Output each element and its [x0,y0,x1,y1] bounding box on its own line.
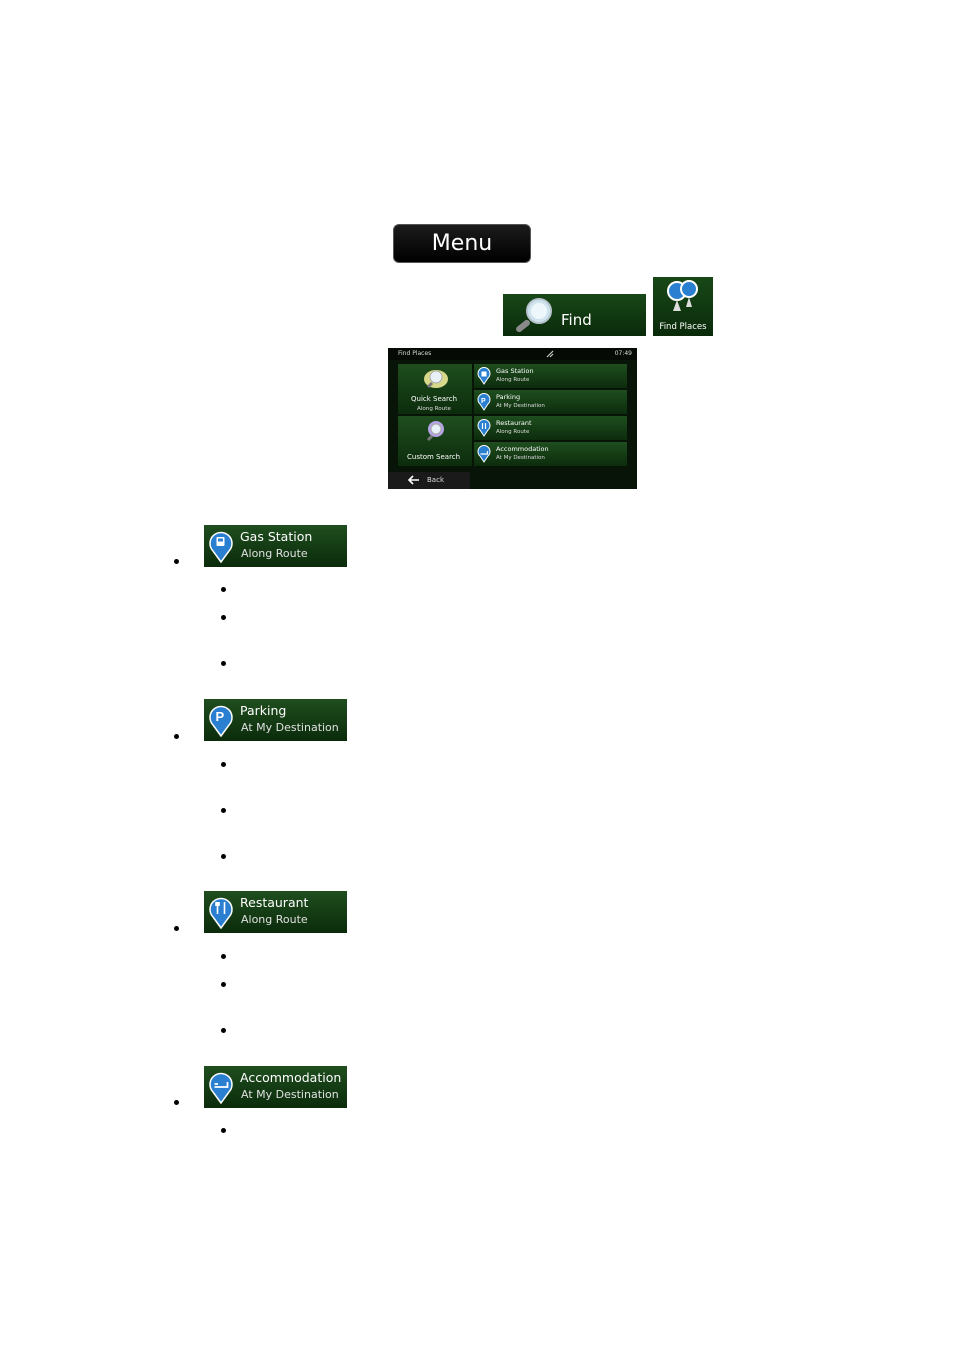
accommodation-button[interactable]: Accommodation At My Destination [204,1066,347,1108]
bullet [174,734,179,739]
screen-item-restaurant[interactable]: Restaurant Along Route [474,416,627,440]
bullet [174,559,179,564]
bullet [221,587,226,592]
quick-search-label: Quick Search [411,395,458,403]
back-label: Back [427,476,444,484]
screen-item-gas-station[interactable]: Gas Station Along Route [474,364,627,388]
gas-station-icon [477,367,491,385]
screen-item-sub: At My Destination [496,455,545,461]
parking-button[interactable]: P Parking At My Destination [204,699,347,741]
gas-station-button[interactable]: Gas Station Along Route [204,525,347,567]
find-places-icon [667,280,698,311]
parking-icon: P [209,705,233,738]
bullet [221,661,226,666]
accommodation-sub: At My Destination [241,1088,339,1101]
custom-search-label: Custom Search [407,453,461,461]
svg-text:P: P [481,398,486,405]
parking-sub: At My Destination [241,721,339,734]
bullet [174,1100,179,1105]
quick-search-icon [424,370,448,389]
menu-button-label: Menu [431,231,493,256]
screen-item-sub: Along Route [496,377,530,383]
restaurant-label: Restaurant [240,895,309,910]
screen-item-label: Restaurant [496,419,532,427]
back-arrow-icon [408,475,419,485]
screen-item-parking[interactable]: P Parking At My Destination [474,390,627,414]
gas-station-label: Gas Station [240,529,313,544]
accommodation-icon [209,1072,233,1105]
screen-title: Find Places [398,350,432,357]
restaurant-sub: Along Route [241,913,308,926]
bullet [221,954,226,959]
menu-button[interactable]: Menu [393,224,531,263]
screen-item-sub: At My Destination [496,403,545,409]
gas-station-icon [209,531,233,564]
screen-item-label: Gas Station [496,367,534,375]
quick-search-sub: Along Route [417,406,451,412]
screen-clock: 07:49 [614,350,632,357]
gps-icon [546,350,554,358]
restaurant-icon [477,419,491,437]
find-places-label: Find Places [659,322,707,332]
accommodation-label: Accommodation [240,1070,342,1085]
gas-station-sub: Along Route [241,547,308,560]
screen-item-label: Accommodation [496,445,549,453]
bullet [221,1028,226,1033]
restaurant-icon [209,897,233,930]
quick-search-tile[interactable]: Quick Search Along Route [398,364,472,414]
bullet [174,926,179,931]
screen-item-sub: Along Route [496,429,530,435]
bullet [221,982,226,987]
restaurant-button[interactable]: Restaurant Along Route [204,891,347,933]
back-button[interactable]: Back [388,472,470,489]
svg-text:P: P [216,709,225,724]
custom-search-tile[interactable]: Custom Search [398,416,472,466]
bullet [221,854,226,859]
find-button[interactable]: Find [503,294,646,336]
bullet [221,762,226,767]
find-places-screen: Find Places 07:49 Quick Search Along Rou… [388,348,637,489]
accommodation-icon [477,445,491,463]
bullet [221,808,226,813]
screen-item-accommodation[interactable]: Accommodation At My Destination [474,442,627,466]
parking-icon: P [477,393,491,411]
bullet [221,615,226,620]
magnifier-icon [516,298,552,333]
status-bar [388,348,637,360]
parking-label: Parking [240,703,287,718]
screen-item-label: Parking [496,393,521,401]
custom-search-icon [426,421,444,442]
bullet [221,1128,226,1133]
find-places-button[interactable]: Find Places [653,277,713,336]
find-button-label: Find [561,311,592,329]
